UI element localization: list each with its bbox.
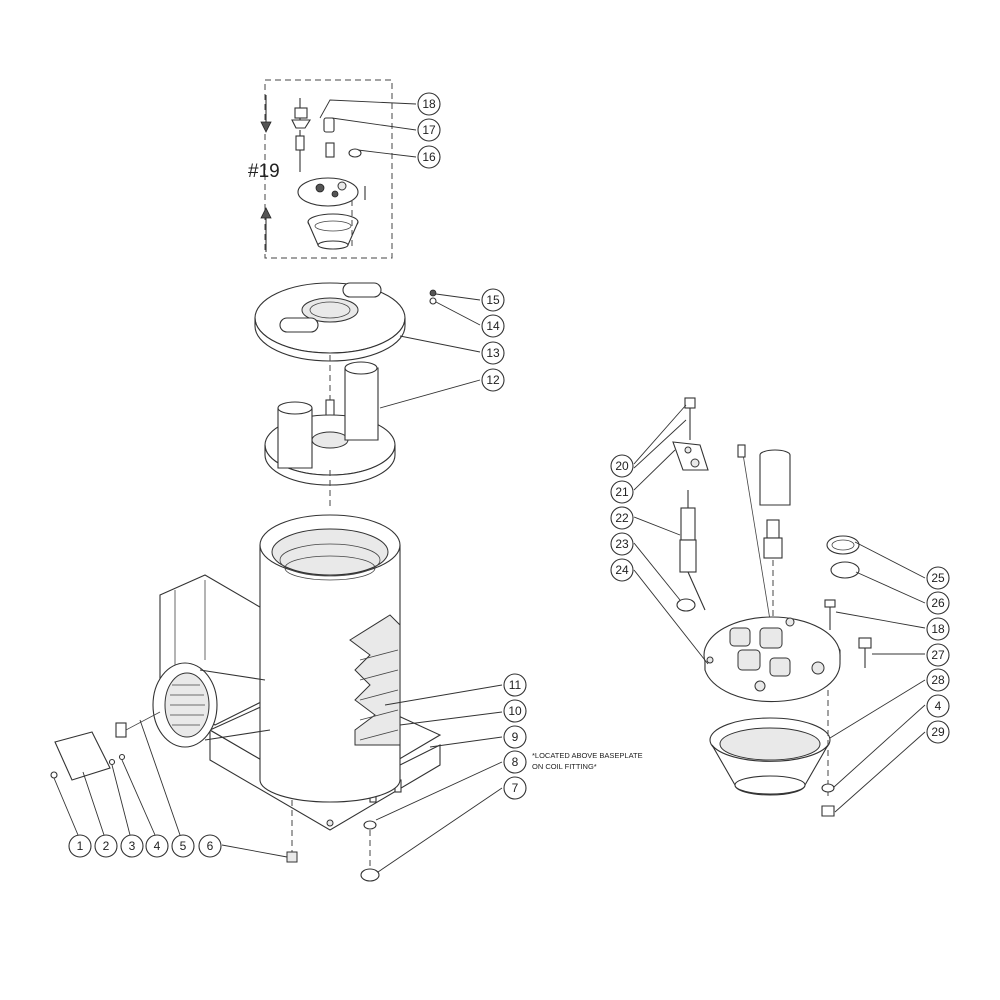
callout: 29 [926, 720, 950, 744]
svg-text:29: 29 [931, 725, 945, 739]
callout: 9 [503, 725, 527, 749]
callout: 18 [926, 617, 950, 641]
svg-text:1: 1 [77, 839, 84, 853]
note-line-1: *LOCATED ABOVE BASEPLATE [532, 751, 643, 760]
callout: 16 [417, 145, 441, 169]
svg-text:10: 10 [508, 704, 522, 718]
leader-lines [53, 99, 926, 873]
callout: 14 [481, 314, 505, 338]
svg-text:25: 25 [931, 571, 945, 585]
callout: 3 [120, 834, 144, 858]
callout: 4 [926, 694, 950, 718]
svg-text:8: 8 [512, 755, 519, 769]
callout: 17 [417, 118, 441, 142]
subassembly-19: #19 [248, 79, 393, 259]
svg-text:17: 17 [422, 123, 436, 137]
svg-text:14: 14 [486, 319, 500, 333]
callout: 10 [503, 699, 527, 723]
svg-text:5: 5 [180, 839, 187, 853]
callout-bubbles: 18 17 16 15 14 13 12 11 10 9 8 7 1 2 3 4… [68, 92, 950, 858]
note-line-2: ON COIL FITTING* [532, 762, 597, 771]
svg-text:12: 12 [486, 373, 500, 387]
callout: 18 [417, 92, 441, 116]
top-plate [254, 282, 437, 362]
flue-cap [264, 355, 396, 510]
heater-body [50, 514, 442, 882]
callout: 21 [610, 480, 634, 504]
svg-text:9: 9 [512, 730, 519, 744]
svg-text:4: 4 [154, 839, 161, 853]
svg-text:4: 4 [935, 699, 942, 713]
svg-text:11: 11 [509, 678, 522, 692]
svg-text:6: 6 [207, 839, 214, 853]
svg-text:15: 15 [486, 293, 500, 307]
svg-text:18: 18 [422, 97, 436, 111]
svg-text:16: 16 [422, 150, 436, 164]
callout: 11 [503, 673, 527, 697]
callout: 4 [145, 834, 169, 858]
callout: 2 [94, 834, 118, 858]
svg-text:13: 13 [486, 346, 500, 360]
svg-text:28: 28 [931, 673, 945, 687]
callout: 22 [610, 506, 634, 530]
callout: 15 [481, 288, 505, 312]
callout: 6 [198, 834, 222, 858]
svg-text:18: 18 [931, 622, 945, 636]
svg-text:3: 3 [129, 839, 136, 853]
burner-assembly [672, 397, 872, 817]
svg-text:22: 22 [615, 511, 629, 525]
svg-text:24: 24 [615, 563, 629, 577]
callout: 27 [926, 643, 950, 667]
callout: 25 [926, 566, 950, 590]
callout: 28 [926, 668, 950, 692]
callout: 7 [503, 776, 527, 800]
callout: 1 [68, 834, 92, 858]
callout: 26 [926, 591, 950, 615]
svg-text:7: 7 [512, 781, 519, 795]
callout: 23 [610, 532, 634, 556]
callout: 5 [171, 834, 195, 858]
callout: 13 [481, 341, 505, 365]
location-note: *LOCATED ABOVE BASEPLATE ON COIL FITTING… [532, 751, 643, 771]
callout: 20 [610, 454, 634, 478]
svg-text:23: 23 [615, 537, 629, 551]
svg-text:2: 2 [103, 839, 110, 853]
svg-text:27: 27 [931, 648, 945, 662]
callout: 12 [481, 368, 505, 392]
svg-text:26: 26 [931, 596, 945, 610]
svg-text:20: 20 [615, 459, 629, 473]
svg-text:21: 21 [615, 485, 629, 499]
callout: 8 [503, 750, 527, 774]
subassembly-label: #19 [248, 161, 280, 182]
callout: 24 [610, 558, 634, 582]
